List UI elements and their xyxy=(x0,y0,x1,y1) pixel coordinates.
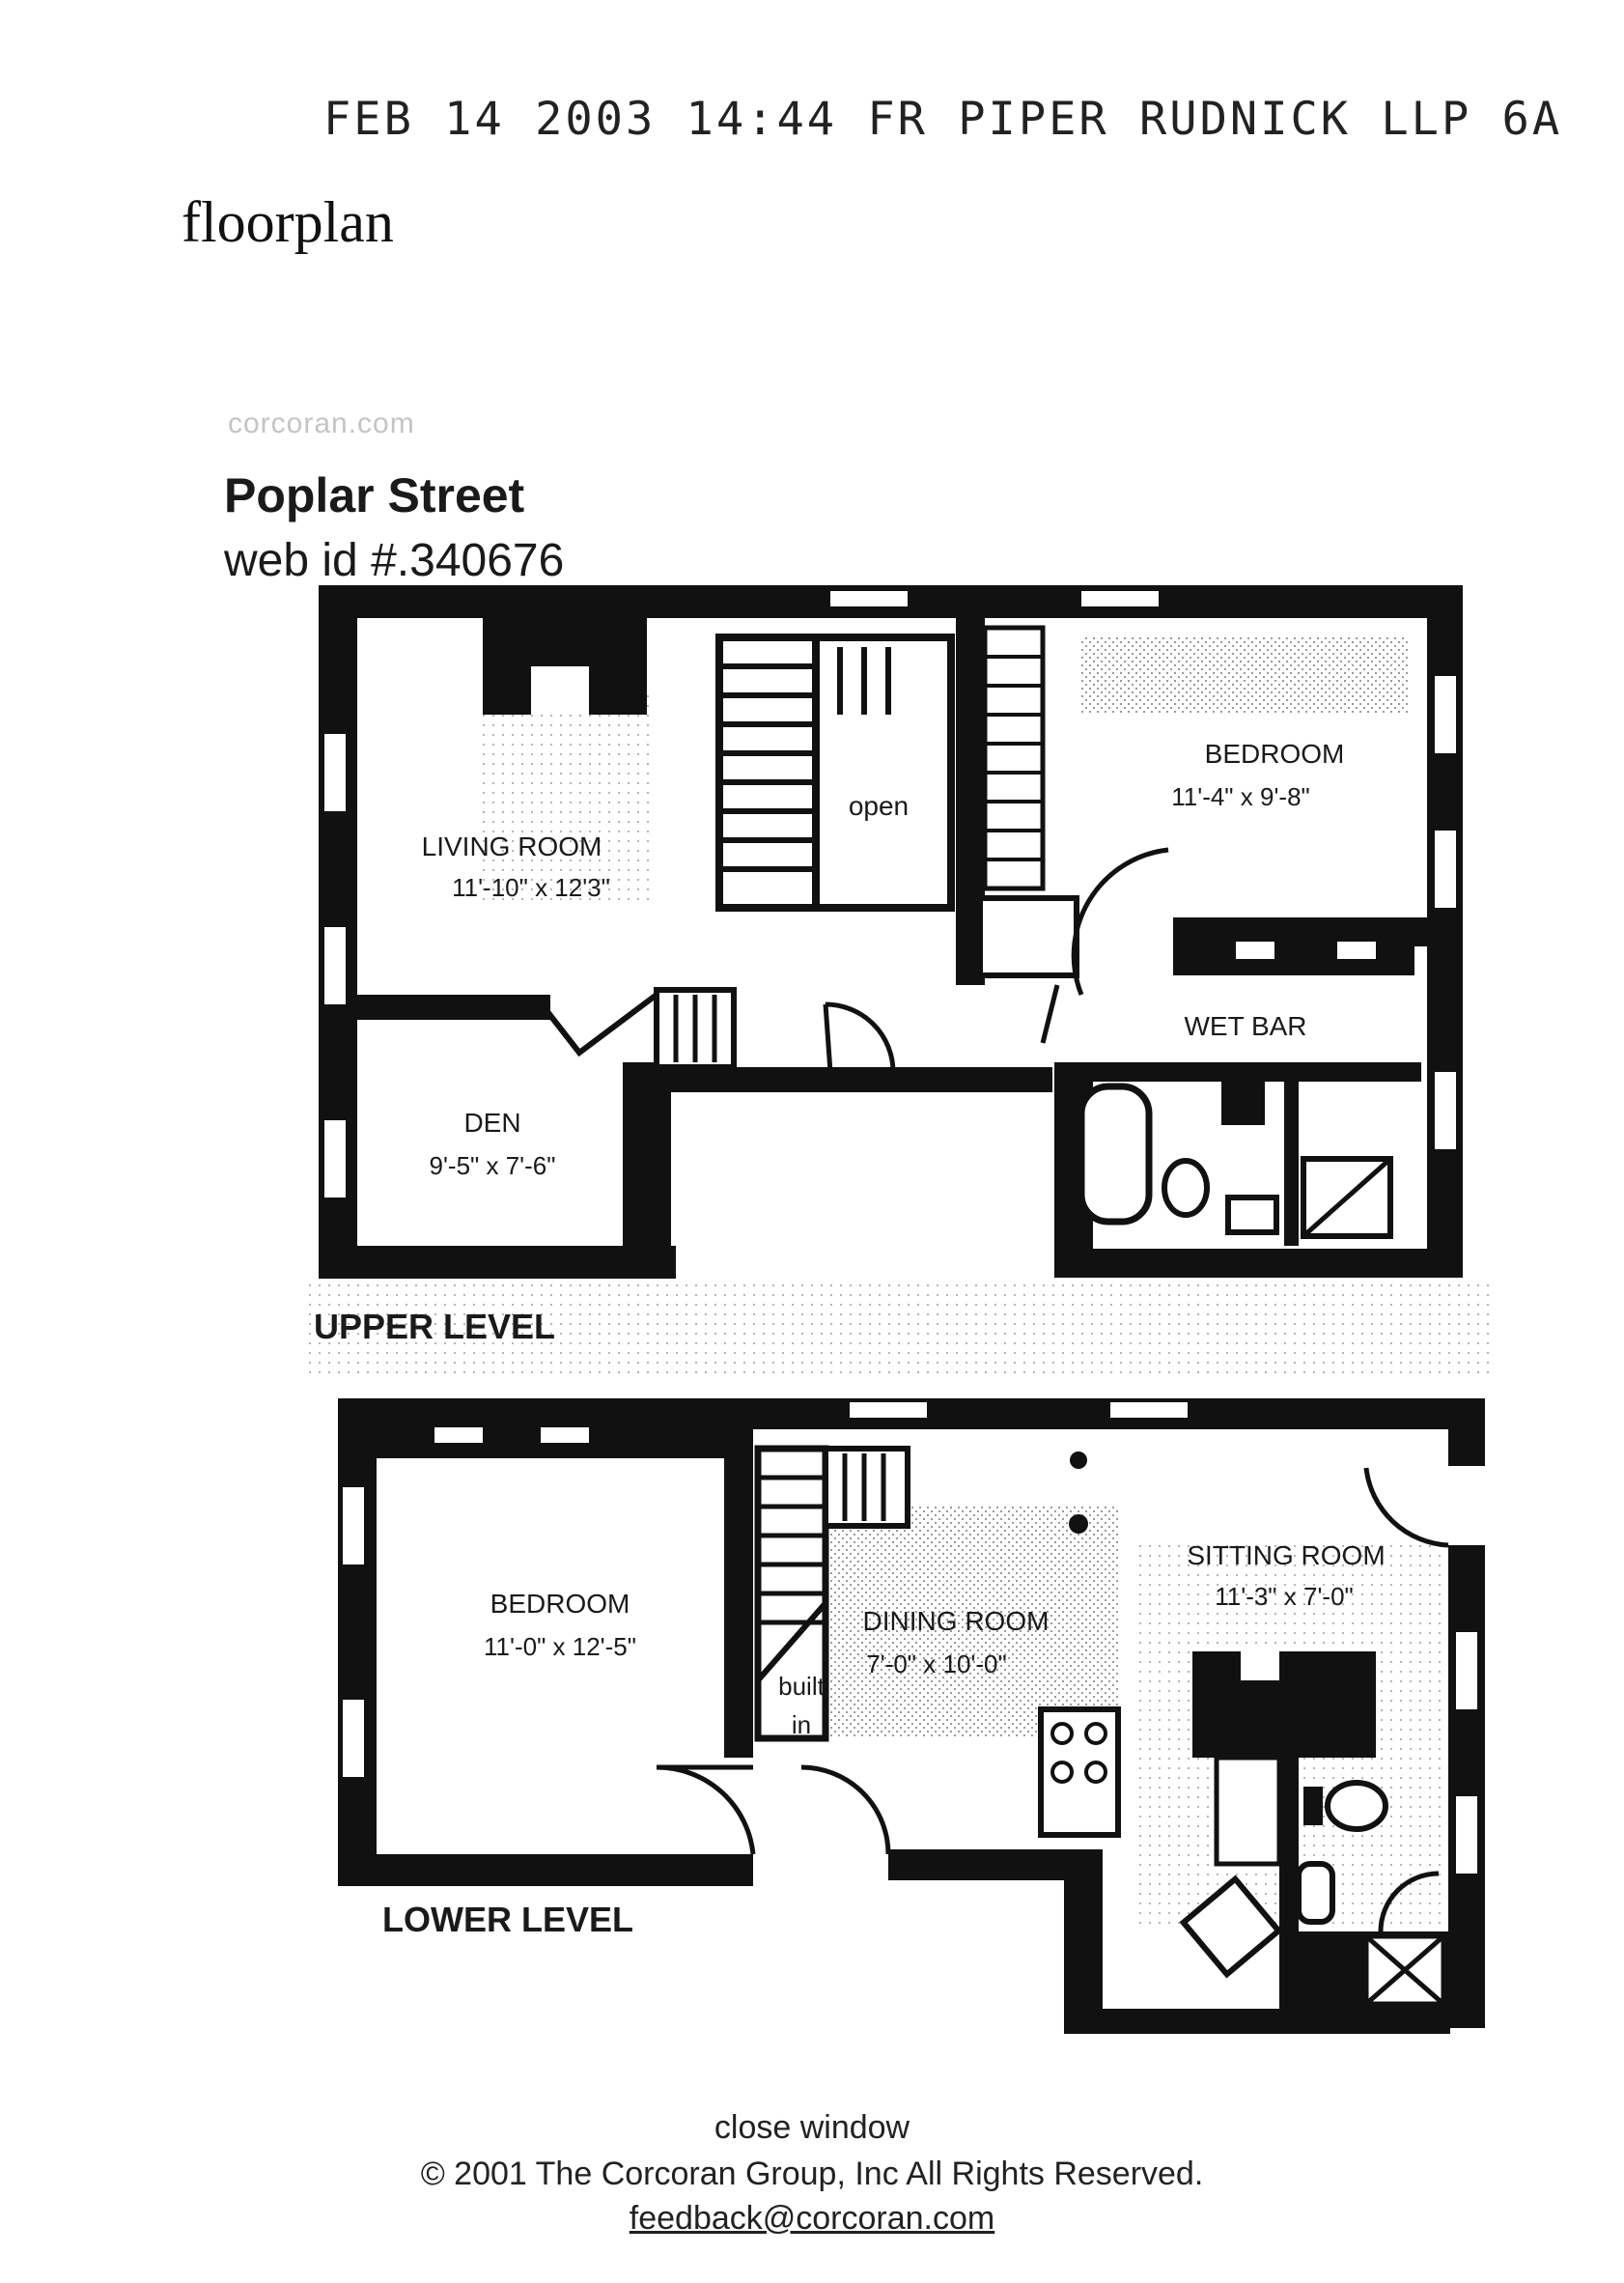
faint-logo-text: corcoran.com xyxy=(228,408,415,439)
living-room-dims: 11'-10" x 12'3" xyxy=(452,873,610,902)
living-room-label: LIVING ROOM xyxy=(422,831,602,861)
upper-bedroom-label: BEDROOM xyxy=(1205,739,1345,769)
sitting-room-dims: 11'-3" x 7'-0" xyxy=(1215,1582,1354,1611)
copyright-text: © 2001 The Corcoran Group, Inc All Right… xyxy=(420,2156,1204,2192)
sitting-room-label: SITTING ROOM xyxy=(1187,1540,1385,1570)
den-label: DEN xyxy=(463,1108,520,1138)
built-in-label-line2: in xyxy=(792,1710,811,1739)
dining-room-dims: 7'-0" x 10'-0" xyxy=(866,1649,1006,1678)
fax-header: FEB 14 2003 14:44 FR PIPER RUDNICK LLP 6… xyxy=(323,93,1563,146)
dining-room-label: DINING ROOM xyxy=(863,1606,1050,1636)
feedback-email-link[interactable]: feedback@corcoran.com xyxy=(629,2200,995,2237)
wet-bar-label: WET BAR xyxy=(1184,1011,1306,1041)
upper-bedroom-dims: 11'-4" x 9'-8" xyxy=(1171,782,1310,811)
close-window-link[interactable]: close window xyxy=(714,2109,910,2146)
upper-level-label: UPPER LEVEL xyxy=(314,1307,555,1346)
listing-name: Poplar Street xyxy=(224,468,525,522)
page-title: floorplan xyxy=(182,190,394,254)
lower-level-label: LOWER LEVEL xyxy=(382,1900,633,1939)
upper-level-plan xyxy=(309,585,1497,1379)
lower-level-plan xyxy=(338,1398,1485,2034)
web-id: web id #.340676 xyxy=(224,535,565,586)
lower-bedroom-label: BEDROOM xyxy=(490,1589,630,1619)
den-dims: 9'-5" x 7'-6" xyxy=(430,1151,556,1180)
lower-bedroom-dims: 11'-0" x 12'-5" xyxy=(484,1632,636,1661)
open-label: open xyxy=(849,791,909,821)
built-in-label-line1: built xyxy=(778,1672,825,1701)
